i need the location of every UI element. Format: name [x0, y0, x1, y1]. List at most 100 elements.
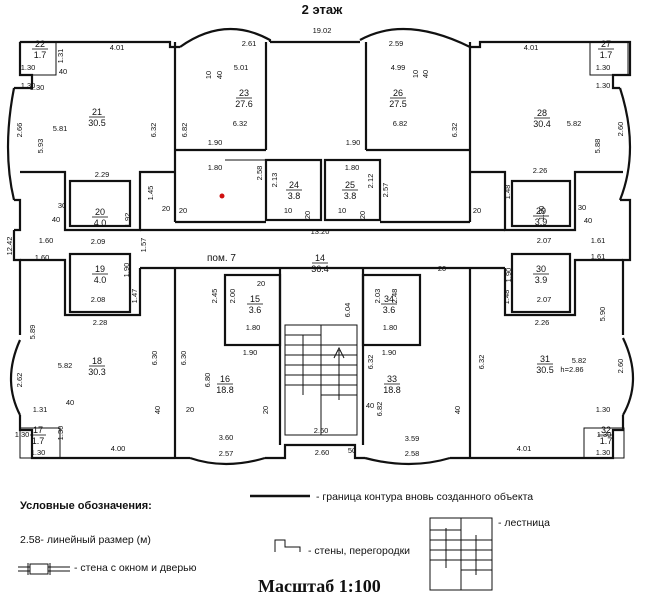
dimension-label: 20 — [162, 204, 170, 213]
dimension-label: 6.32 — [233, 119, 248, 128]
room-area: 3.6 — [249, 305, 262, 315]
dimension-label: 6.80 — [203, 373, 212, 388]
dimension-label: 10 — [204, 71, 213, 79]
dimension-label: 2.57 — [219, 449, 234, 458]
room-number: 29 — [536, 206, 546, 216]
dimension-label: 4.01 — [517, 444, 532, 453]
dimension-label: 40 — [453, 406, 462, 414]
dimension-label: 30 — [58, 201, 66, 210]
dimension-label: 20 — [438, 264, 446, 273]
legend-stairs: - лестница — [498, 517, 550, 529]
dimension-label: 2.07 — [537, 295, 552, 304]
room-number: 15 — [250, 294, 260, 304]
room-number: 18 — [92, 356, 102, 366]
room-label: 293.9 — [533, 206, 549, 227]
room-number: 25 — [345, 180, 355, 190]
dimension-label: 6.32 — [149, 123, 158, 138]
room-area: 4.0 — [94, 218, 107, 228]
room-label: 343.6 — [381, 294, 397, 315]
dimension-label: 1.61 — [591, 252, 606, 261]
dimension-label: 3.60 — [219, 433, 234, 442]
room-area: 3.8 — [344, 191, 357, 201]
dimension-label: 1.30 — [21, 63, 36, 72]
room-area: 3.9 — [535, 217, 548, 227]
dimension-label: 5.81 — [53, 124, 68, 133]
dimension-label: 2.26 — [535, 318, 550, 327]
dimension-label: 6.30 — [179, 351, 188, 366]
room-area: 30.4 — [533, 119, 551, 129]
dimension-label: 50 — [348, 446, 356, 455]
dimension-label: 4.01 — [524, 43, 539, 52]
dimension-label: 40 — [421, 70, 430, 78]
dimension-label: 5.88 — [593, 139, 602, 154]
room-labels: 221.72130.52327.62627.52830.4271.7243.82… — [30, 39, 614, 446]
dimension-label: 1.90 — [346, 138, 361, 147]
room-area: 1.7 — [600, 436, 613, 446]
room-area: 4.0 — [94, 275, 107, 285]
dimension-label: 1.30 — [15, 430, 30, 439]
legend-walls: - стены, перегородки — [308, 545, 410, 557]
dimension-label: 1.30 — [30, 83, 45, 92]
room-number: 20 — [95, 207, 105, 217]
room-area: 1.7 — [34, 50, 47, 60]
dimension-label: 5.82 — [572, 356, 587, 365]
staircase — [284, 324, 358, 436]
outer-walls — [6, 27, 635, 466]
dimension-label: 40 — [153, 406, 162, 414]
dimension-label: 6.82 — [393, 119, 408, 128]
dimension-label: 20 — [358, 211, 367, 219]
room-area: 30.3 — [88, 367, 106, 377]
room-number: 31 — [540, 354, 550, 364]
dimension-label: 2.12 — [366, 174, 375, 189]
dimension-label: 40 — [59, 67, 67, 76]
dimension-label: 10 — [338, 206, 346, 215]
room-area: 3.6 — [383, 305, 396, 315]
room-area: 18.8 — [216, 385, 234, 395]
dimension-label: 6.32 — [450, 123, 459, 138]
dimension-label: 6.82 — [375, 402, 384, 417]
dimension-label: 2.45 — [210, 289, 219, 304]
dimension-label: 20 — [179, 206, 187, 215]
dimension-label: 2.13 — [270, 173, 279, 188]
dimension-label: 2.60 — [616, 359, 625, 374]
dimension-label: 20 — [186, 405, 194, 414]
dimension-label: 2.48 — [390, 289, 399, 304]
dimension-label: 1.47 — [130, 289, 139, 304]
stairs-symbol — [429, 517, 493, 591]
dimension-label: 6.04 — [343, 303, 352, 318]
room-number: 26 — [393, 88, 403, 98]
room-number: 22 — [35, 39, 45, 49]
room-label: 221.7 — [32, 39, 48, 60]
dimension-label: 1.30 — [596, 81, 611, 90]
dimension-label: 1.31 — [33, 405, 48, 414]
dimension-label: 1.92 — [123, 213, 132, 228]
dimension-label: 2.28 — [93, 318, 108, 327]
dimension-label: 1.80 — [208, 163, 223, 172]
dimension-label: 2.59 — [389, 39, 404, 48]
dimension-label: 1.31 — [56, 49, 65, 64]
plan-title: 2 этаж — [302, 2, 343, 17]
room-number: 34 — [384, 294, 394, 304]
dimension-label: 2.61 — [242, 39, 257, 48]
walls-symbol — [274, 539, 301, 552]
room-label: 271.7 — [598, 39, 614, 60]
room-number: 16 — [220, 374, 230, 384]
dimension-label: 40 — [584, 216, 592, 225]
dimension-label: 4.00 — [111, 444, 126, 453]
dimension-label: 30 — [578, 203, 586, 212]
dimension-label: 2.26 — [533, 166, 548, 175]
room-label: 303.9 — [533, 264, 549, 285]
room-number: 30 — [536, 264, 546, 274]
room-area: 27.5 — [389, 99, 407, 109]
room-label: 321.7 — [598, 425, 614, 446]
dimension-label: 5.01 — [234, 63, 249, 72]
room-number: 33 — [387, 374, 397, 384]
